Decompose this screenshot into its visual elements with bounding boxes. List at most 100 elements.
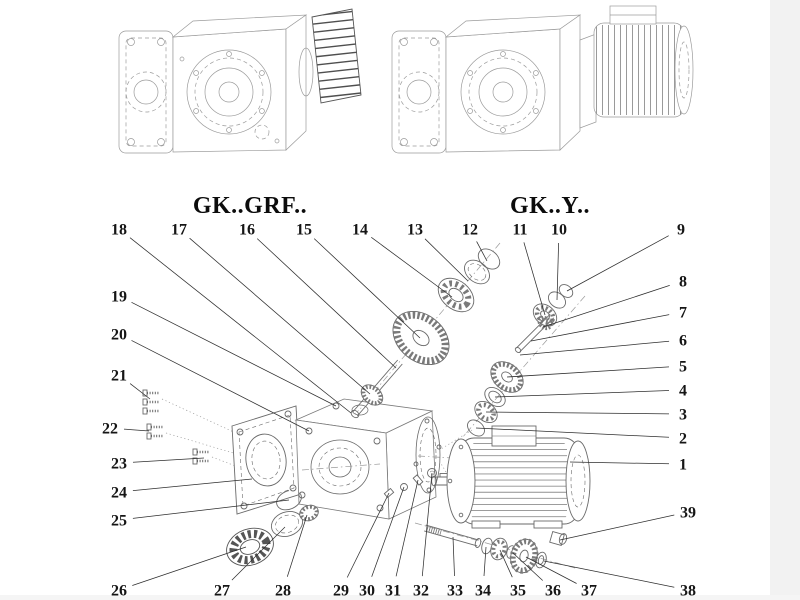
screw bbox=[192, 448, 210, 456]
leader-line-10 bbox=[556, 242, 559, 301]
callout-36: 36 bbox=[545, 583, 561, 600]
leader-line-7 bbox=[530, 314, 670, 342]
callout-37: 37 bbox=[581, 583, 597, 600]
leader-line-32 bbox=[421, 472, 433, 577]
leader-line-11 bbox=[523, 242, 546, 316]
leader-line-22 bbox=[123, 428, 150, 432]
callout-34: 34 bbox=[475, 583, 491, 600]
callout-24: 24 bbox=[111, 485, 127, 502]
leader-line-27 bbox=[231, 526, 286, 581]
leader-line-36 bbox=[512, 552, 543, 581]
leader-line-16 bbox=[256, 238, 397, 369]
output-shaft-drawing bbox=[424, 524, 482, 548]
gear-housing-drawing bbox=[294, 398, 453, 520]
screw bbox=[142, 407, 160, 415]
callout-11: 11 bbox=[512, 222, 527, 239]
page-edge-shading-right bbox=[770, 0, 800, 600]
leader-line-30 bbox=[371, 486, 405, 577]
screw bbox=[142, 398, 160, 406]
callout-28: 28 bbox=[275, 583, 291, 600]
screw bbox=[192, 457, 210, 465]
leader-line-34 bbox=[483, 546, 487, 577]
input-shaft-drawing bbox=[350, 359, 403, 419]
ball-bearing-drawing bbox=[437, 277, 475, 313]
motor-flange-drawing bbox=[446, 438, 476, 524]
leader-line-26 bbox=[132, 546, 247, 586]
callout-14: 14 bbox=[352, 222, 368, 239]
callout-39: 39 bbox=[680, 505, 696, 522]
leader-line-17 bbox=[189, 237, 371, 395]
snap-ring-drawing bbox=[276, 489, 302, 511]
retaining-ring-drawing bbox=[477, 248, 501, 270]
motor-assembled-drawing bbox=[579, 5, 694, 129]
callout-17: 17 bbox=[171, 222, 187, 239]
callout-15: 15 bbox=[296, 222, 312, 239]
vent-plug-drawing bbox=[332, 402, 340, 410]
leader-line-19 bbox=[131, 301, 337, 407]
leader-line-18 bbox=[129, 237, 352, 414]
model-label-y: GK..Y.. bbox=[510, 193, 590, 219]
callout-13: 13 bbox=[407, 222, 423, 239]
callout-8: 8 bbox=[679, 274, 687, 291]
callout-20: 20 bbox=[111, 327, 127, 344]
leader-line-15 bbox=[313, 238, 421, 339]
callout-19: 19 bbox=[111, 289, 127, 306]
leader-line-5 bbox=[506, 366, 670, 378]
output-shaft-parts-drawing bbox=[424, 524, 568, 574]
leader-line-13 bbox=[424, 238, 469, 282]
leader-line-4 bbox=[494, 390, 670, 398]
callout-12: 12 bbox=[462, 222, 478, 239]
leader-line-39 bbox=[559, 514, 675, 541]
gearbox-grf-drawing bbox=[118, 8, 362, 154]
callout-33: 33 bbox=[447, 583, 463, 600]
model-label-grf: GK..GRF.. bbox=[193, 193, 307, 219]
callout-35: 35 bbox=[510, 583, 526, 600]
washer-drawing bbox=[484, 386, 506, 408]
callout-31: 31 bbox=[385, 583, 401, 600]
small-pinion-drawing bbox=[299, 504, 319, 522]
leader-line-24 bbox=[132, 478, 253, 491]
leader-line-21 bbox=[129, 383, 151, 400]
callout-3: 3 bbox=[679, 407, 687, 424]
callout-27: 27 bbox=[214, 583, 230, 600]
leader-line-38 bbox=[543, 560, 675, 588]
callout-29: 29 bbox=[333, 583, 349, 600]
leader-line-1 bbox=[569, 461, 670, 465]
flange-plate-drawing bbox=[231, 405, 302, 515]
input-gear-assembly-drawing bbox=[350, 248, 501, 419]
leader-line-2 bbox=[475, 427, 670, 438]
leader-line-33 bbox=[452, 536, 455, 577]
screw bbox=[142, 389, 160, 397]
gearbox-y-drawing bbox=[391, 5, 694, 154]
exploded-view bbox=[142, 242, 591, 574]
screw bbox=[146, 432, 164, 440]
leader-line-31 bbox=[395, 479, 419, 577]
coupling-sleeve-drawing bbox=[549, 531, 568, 546]
callout-2: 2 bbox=[679, 431, 687, 448]
fan-cover-drawing bbox=[565, 440, 591, 522]
callout-9: 9 bbox=[677, 222, 685, 239]
leader-line-6 bbox=[519, 340, 670, 356]
callout-6: 6 bbox=[679, 333, 687, 350]
callout-10: 10 bbox=[551, 222, 567, 239]
motor-exploded-drawing bbox=[431, 425, 591, 529]
input-cover-fins bbox=[311, 8, 362, 104]
leader-line-25 bbox=[132, 499, 290, 519]
leader-line-14 bbox=[371, 236, 453, 298]
callout-16: 16 bbox=[239, 222, 255, 239]
screw bbox=[146, 423, 164, 431]
callout-18: 18 bbox=[111, 222, 127, 239]
callout-7: 7 bbox=[679, 305, 687, 322]
leader-line-28 bbox=[286, 514, 308, 577]
leader-line-3 bbox=[485, 411, 670, 415]
leader-line-9 bbox=[566, 235, 669, 292]
leader-line-20 bbox=[131, 340, 310, 432]
callout-21: 21 bbox=[111, 368, 127, 385]
callout-layer: 1234567891011121314151617181920212223242… bbox=[102, 222, 696, 600]
callout-30: 30 bbox=[359, 583, 375, 600]
helical-gear-drawing bbox=[392, 310, 450, 366]
leader-line-29 bbox=[346, 492, 390, 578]
leader-line-8 bbox=[542, 285, 670, 328]
